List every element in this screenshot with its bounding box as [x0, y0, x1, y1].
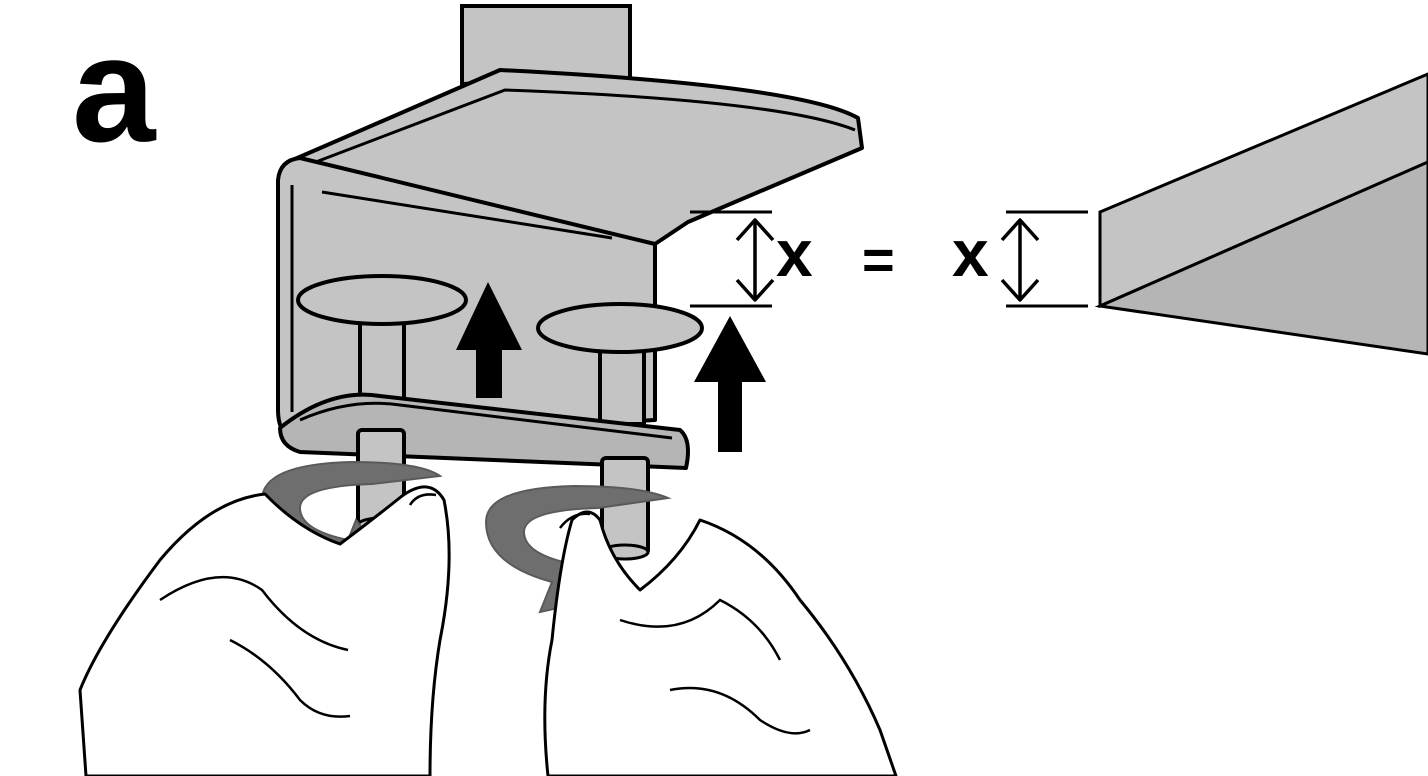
table-edge [1094, 160, 1428, 356]
up-arrow-icon [456, 282, 522, 398]
double-headed-arrow-icon [1000, 218, 1040, 302]
left-pressure-disc [296, 274, 468, 326]
up-arrow-icon [694, 316, 766, 452]
clamp-opening-variable: x [776, 216, 813, 290]
right-pressure-disc [536, 302, 704, 354]
rotate-clockwise-icon [484, 484, 672, 614]
table-thickness-variable: x [952, 216, 989, 290]
double-headed-arrow-icon [735, 218, 775, 302]
equals-sign: = [862, 228, 895, 291]
left-hand [78, 485, 451, 776]
right-hand [543, 510, 898, 776]
table-top [1098, 72, 1428, 309]
step-label: a [72, 5, 156, 173]
